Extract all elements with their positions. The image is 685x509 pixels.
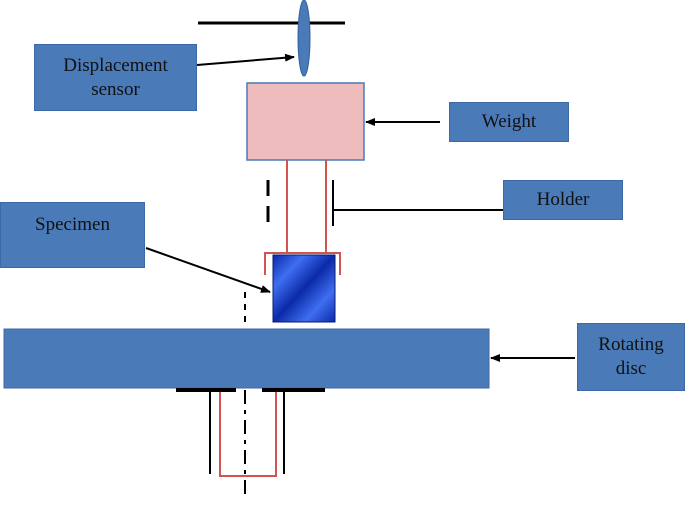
- label-specimen: Specimen: [0, 202, 145, 268]
- label-holder: Holder: [503, 180, 623, 220]
- rotating-disc: [3, 328, 490, 389]
- shaft-red-housing: [219, 392, 277, 477]
- arrow-specimen: [145, 247, 271, 293]
- label-displacement-sensor: Displacement sensor: [34, 44, 197, 111]
- label-rotating-disc: Rotating disc: [577, 323, 685, 391]
- displacement-sensor-probe: [297, 0, 311, 77]
- label-weight: Weight: [449, 102, 569, 142]
- specimen-block: [272, 254, 336, 323]
- holder-bracket: [264, 252, 341, 275]
- weight-block: [246, 82, 365, 161]
- arrow-displacement-sensor: [196, 53, 295, 66]
